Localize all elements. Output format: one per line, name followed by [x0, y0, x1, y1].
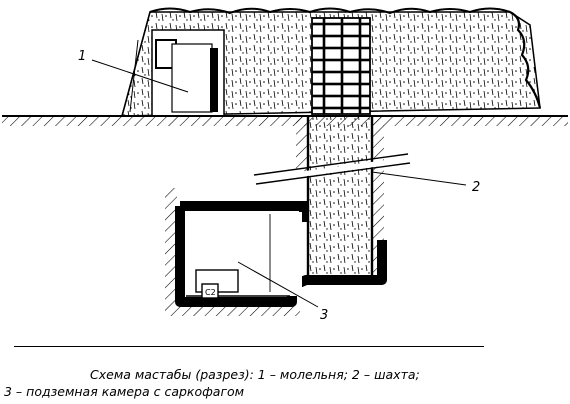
callout-lines	[91, 59, 467, 308]
ground-surface	[2, 115, 568, 126]
sarcophagus	[195, 269, 239, 299]
shaft-break-mark	[253, 153, 411, 185]
caption-line-1: Схема мастабы (разрез): 1 – молельня; 2 …	[90, 367, 420, 382]
callout-3-label: 3	[320, 308, 328, 323]
callout-1-label: 1	[78, 49, 86, 64]
sarcophagus-mark-label: C2	[205, 288, 216, 297]
shaft	[296, 116, 384, 276]
caption-divider	[14, 346, 484, 347]
figure-caption: Схема мастабы (разрез): 1 – молельня; 2 …	[4, 366, 564, 400]
shaft-masonry	[311, 17, 371, 115]
caption-line-2: 3 – подземная камера с саркофагом	[4, 384, 245, 399]
callout-2-label: 2	[472, 180, 480, 195]
chapel-chamber	[151, 29, 225, 117]
